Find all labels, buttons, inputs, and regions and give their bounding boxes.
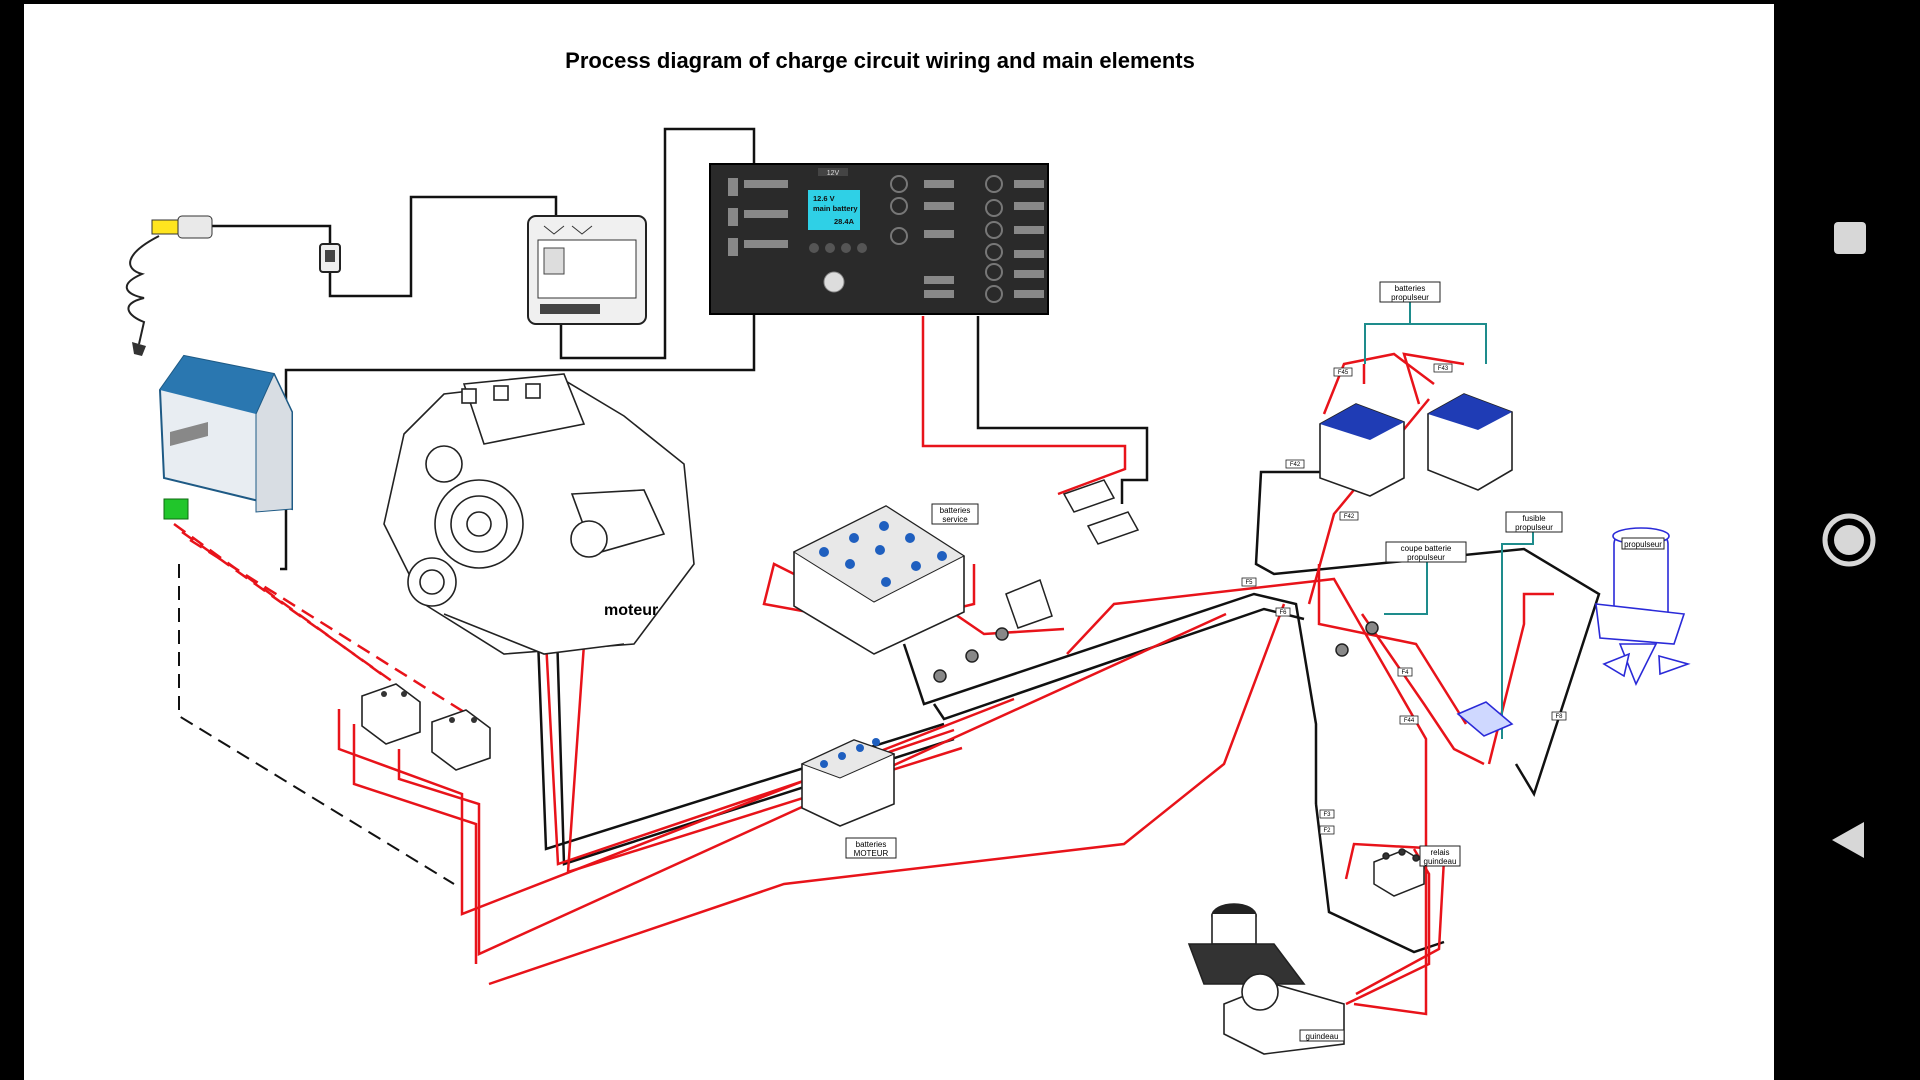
circle-icon	[1822, 513, 1876, 567]
svg-text:fusible: fusible	[1522, 514, 1546, 523]
diagram-title: Process diagram of charge circuit wiring…	[565, 48, 1195, 73]
svg-text:service: service	[942, 515, 968, 524]
panel-header: 12V	[827, 170, 840, 177]
callout-batteries-propulseur: batteries propulseur	[1379, 281, 1441, 303]
svg-text:F42: F42	[1290, 462, 1301, 468]
engine-icon	[383, 373, 695, 655]
svg-text:batteries: batteries	[856, 840, 887, 849]
svg-text:main battery: main battery	[813, 204, 858, 213]
wire-tag: F6	[1275, 607, 1291, 617]
fuse-block-icon	[1062, 479, 1140, 545]
svg-text:guindeau: guindeau	[1306, 1032, 1339, 1041]
thruster-fuse-icon	[1456, 701, 1514, 737]
wire-tag: F43	[1433, 363, 1453, 373]
battery-charger-icon	[158, 354, 293, 520]
wire-tags: F45 F43 F42 F42 F5 F6 F4 F44 F8 F3 F2	[1241, 363, 1567, 835]
wiring-diagram: Process diagram of charge circuit wiring…	[125, 48, 1691, 1055]
wire-tag: F42	[1285, 459, 1305, 469]
svg-text:propulseur: propulseur	[1391, 293, 1429, 302]
recent-apps-button[interactable]	[1774, 195, 1920, 285]
callouts: batteries propulseur batteries service c…	[845, 281, 1665, 1042]
svg-text:F6: F6	[1279, 610, 1287, 616]
callout-lines	[1364, 300, 1534, 739]
triangle-back-icon	[1832, 822, 1864, 858]
callout-fusible-propulseur: fusible propulseur	[1505, 511, 1563, 533]
callout-propulseur: propulseur	[1621, 537, 1665, 550]
socket-plug-icon	[125, 215, 213, 356]
callout-coupe-batterie-propulseur: coupe batterie propulseur	[1385, 541, 1467, 563]
panel-display	[808, 190, 860, 230]
callout-relais-guindeau: relais guindeau	[1419, 845, 1461, 867]
wire-tag: F45	[1333, 367, 1353, 377]
svg-text:F3: F3	[1323, 812, 1331, 818]
svg-text:F5: F5	[1245, 580, 1253, 586]
inline-fuse-icon	[319, 243, 341, 273]
svg-text:F44: F44	[1404, 718, 1415, 724]
callout-batteries-moteur: batteries MOTEUR	[845, 837, 897, 859]
svg-text:12.6 V: 12.6 V	[813, 194, 835, 203]
windlass-relay-icon	[1373, 848, 1425, 897]
wire-tag: F42	[1339, 511, 1359, 521]
battery-monitor-icon	[527, 215, 647, 325]
engine-battery-icon	[800, 738, 896, 827]
svg-text:F42: F42	[1344, 514, 1355, 520]
svg-text:F4: F4	[1401, 670, 1409, 676]
battery-switch-icon	[933, 579, 1379, 683]
svg-text:F43: F43	[1438, 366, 1449, 372]
wire-tag: F5	[1241, 577, 1257, 587]
svg-text:F8: F8	[1555, 714, 1563, 720]
svg-text:MOTEUR: MOTEUR	[854, 849, 889, 858]
svg-text:propulseur: propulseur	[1515, 523, 1553, 532]
wire-tag: F44	[1399, 715, 1419, 725]
svg-text:28.4A: 28.4A	[834, 217, 855, 226]
svg-text:batteries: batteries	[940, 506, 971, 515]
bow-thruster-icon	[1595, 527, 1691, 686]
navigation-bar	[1774, 0, 1920, 1080]
engine-label: moteur	[604, 602, 658, 619]
back-button[interactable]	[1774, 795, 1920, 885]
charge-isolator-icon	[361, 683, 491, 771]
callout-batteries-service: batteries service	[931, 503, 979, 525]
wire-tag: F2	[1319, 825, 1335, 835]
distribution-panel: 12V 12.6 V main battery 28.4A	[709, 163, 1049, 315]
service-battery-icon	[792, 505, 966, 655]
square-icon	[1834, 222, 1866, 254]
svg-text:batteries: batteries	[1395, 284, 1426, 293]
wire-tag: F4	[1397, 667, 1413, 677]
wire-tag: F3	[1319, 809, 1335, 819]
wire-tag: F8	[1551, 711, 1567, 721]
svg-text:propulseur: propulseur	[1407, 553, 1445, 562]
thruster-battery-icon	[1319, 393, 1513, 497]
svg-text:F2: F2	[1323, 828, 1331, 834]
svg-text:F45: F45	[1338, 370, 1349, 376]
svg-text:propulseur: propulseur	[1624, 540, 1662, 549]
svg-text:coupe batterie: coupe batterie	[1401, 544, 1452, 553]
svg-text:relais: relais	[1430, 848, 1449, 857]
svg-text:guindeau: guindeau	[1424, 857, 1457, 866]
diagram-sheet: Process diagram of charge circuit wiring…	[24, 4, 1774, 1080]
positive-wires	[173, 316, 1554, 1016]
home-button[interactable]	[1774, 495, 1920, 585]
callout-guindeau: guindeau	[1299, 1029, 1345, 1042]
